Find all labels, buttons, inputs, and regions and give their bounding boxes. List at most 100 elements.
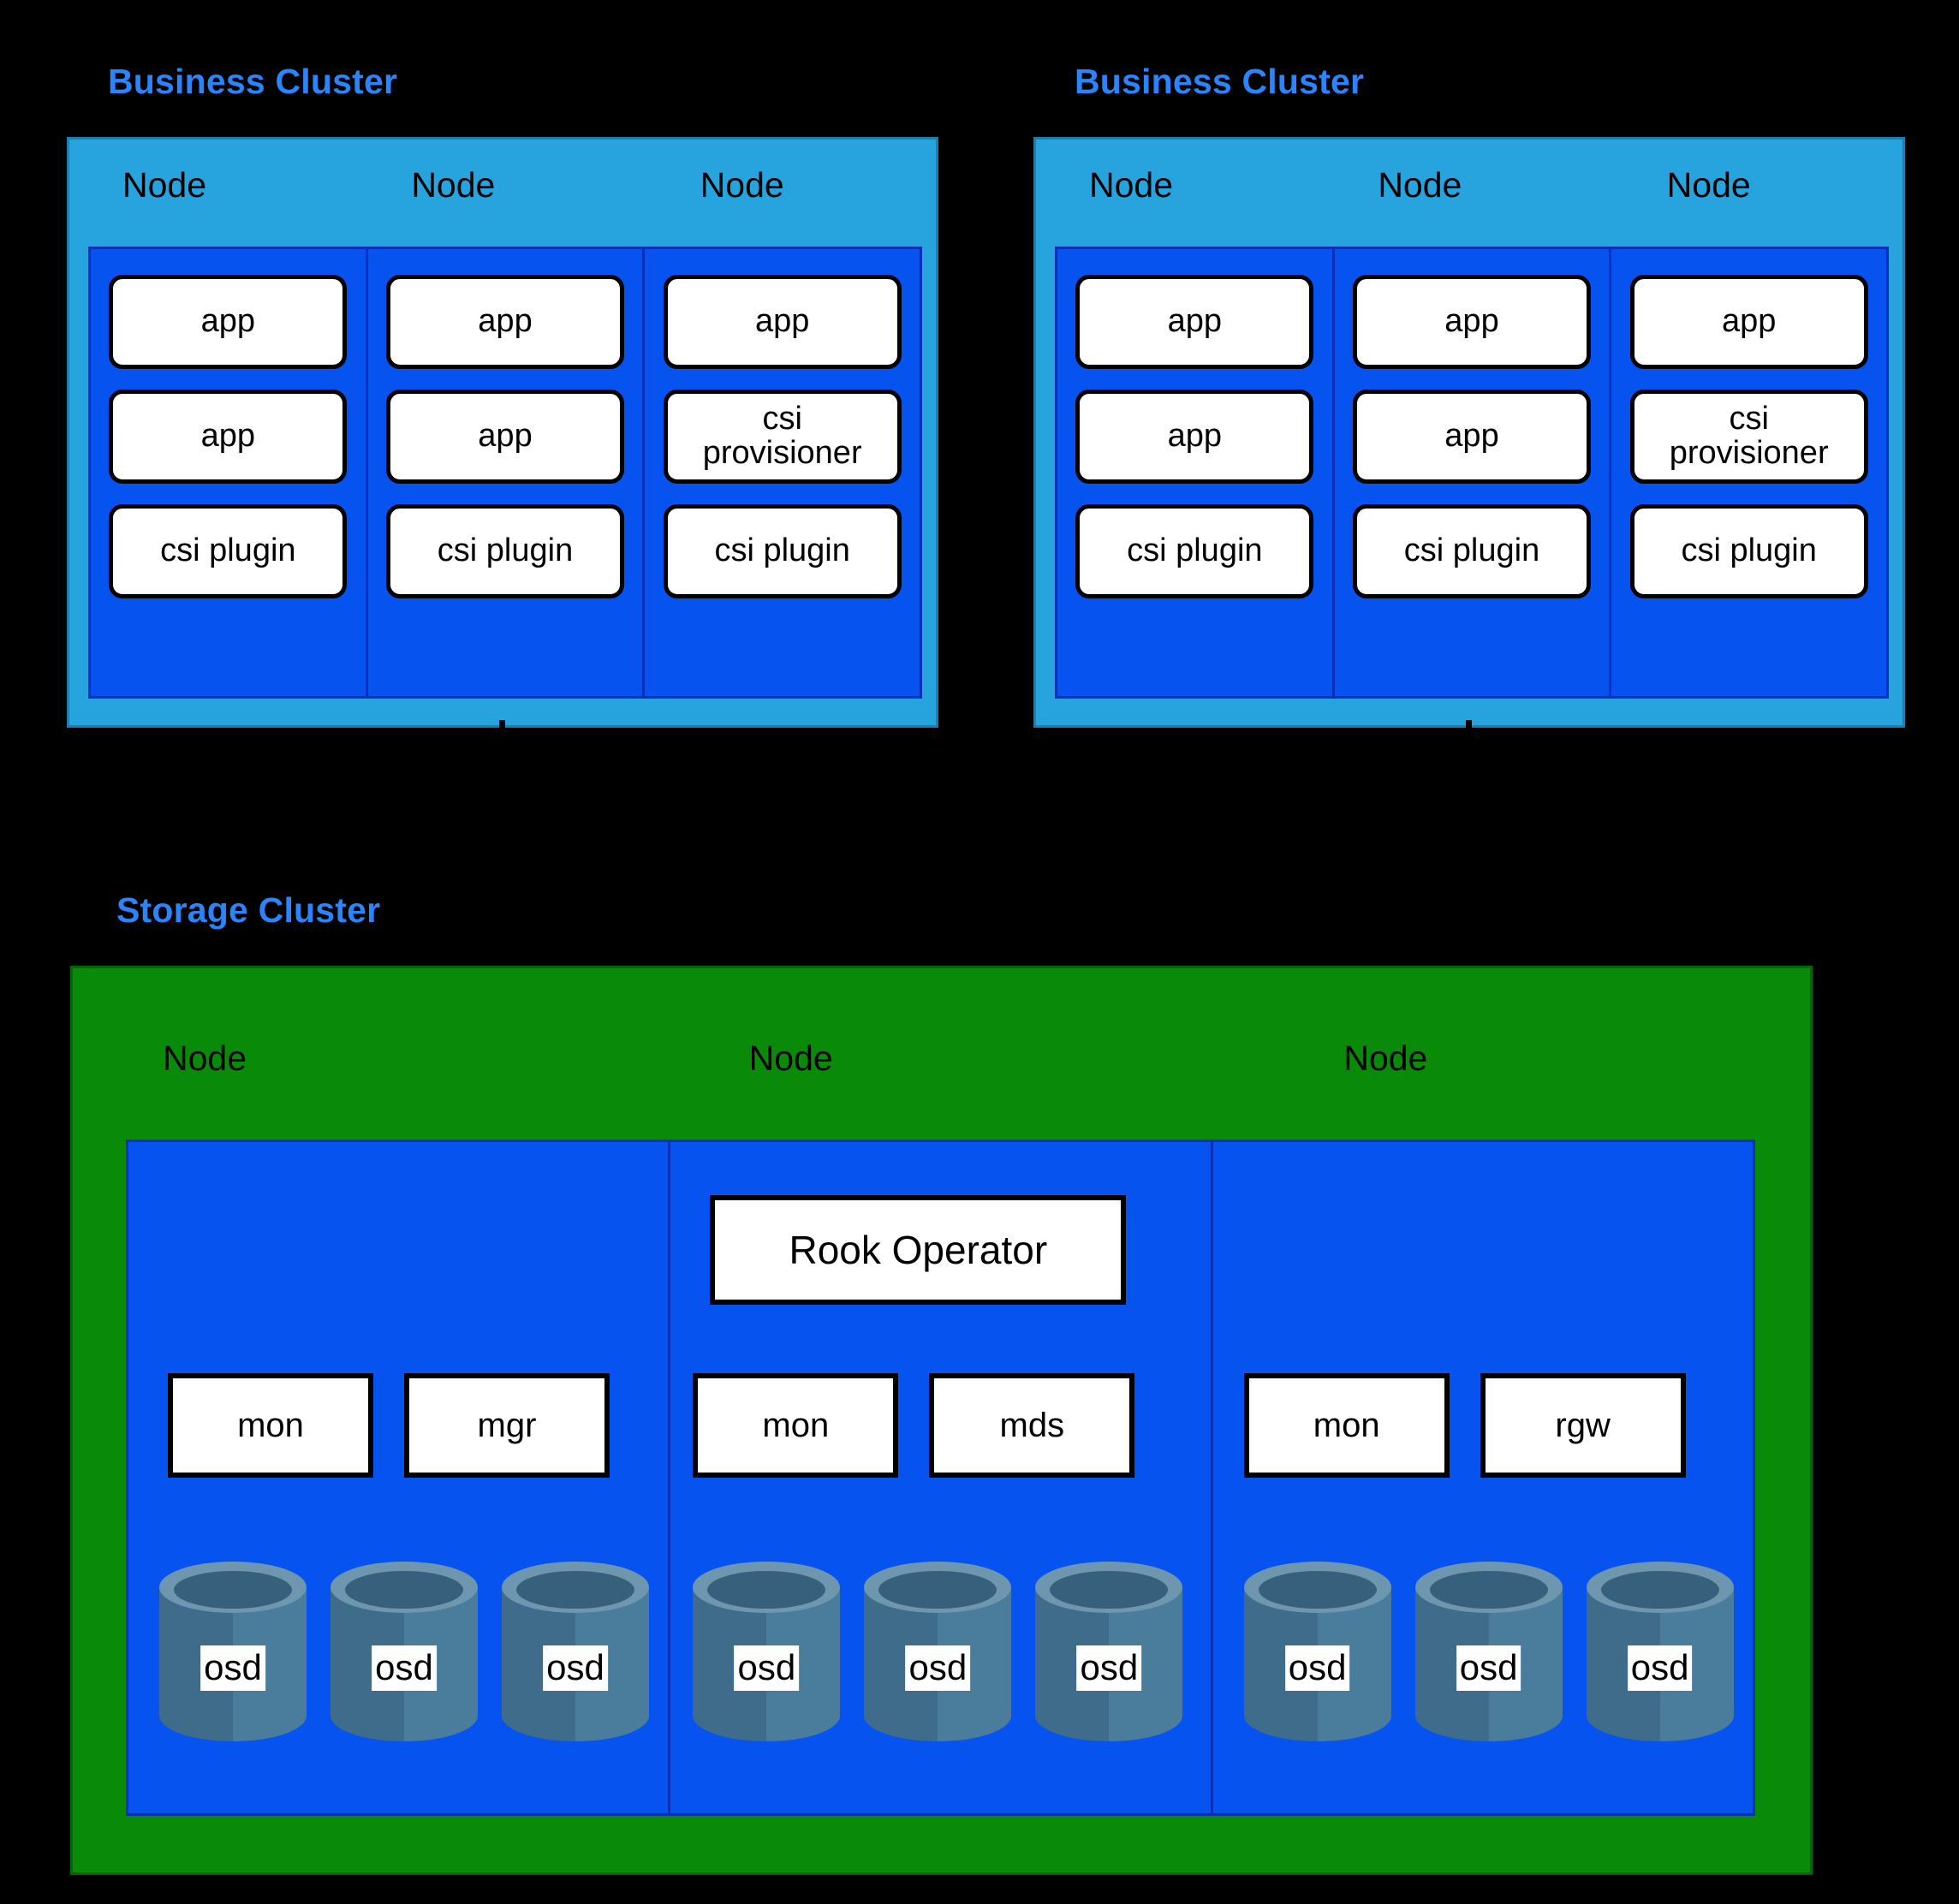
pod-label: app bbox=[478, 303, 533, 340]
storage-node-column[interactable]: Rook Operator mon mds osd bbox=[670, 1142, 1213, 1813]
pod-label: csi plugin bbox=[1681, 533, 1817, 569]
pod-app[interactable]: app bbox=[1075, 275, 1314, 369]
storage-cluster-node-labels: Node Node Node bbox=[73, 1038, 1810, 1098]
storage-cluster-title: Storage Cluster bbox=[116, 890, 381, 930]
pod-app[interactable]: app bbox=[109, 275, 348, 369]
node-label: Node bbox=[700, 165, 784, 205]
daemon-label: mds bbox=[999, 1406, 1065, 1444]
daemon-row: mon mgr bbox=[128, 1373, 668, 1493]
pod-csi-plugin[interactable]: csi plugin bbox=[1629, 504, 1868, 598]
osd-cylinder[interactable]: osd bbox=[693, 1562, 841, 1741]
osd-label: osd bbox=[372, 1645, 437, 1691]
node-column[interactable]: app app csi plugin bbox=[91, 249, 368, 696]
node-label: Node bbox=[748, 1038, 833, 1078]
pod-label: app bbox=[200, 418, 256, 455]
pod-label: csi plugin bbox=[160, 533, 296, 569]
business-cluster-2-node-labels: Node Node Node bbox=[1036, 165, 1902, 225]
pod-csi-provisioner[interactable]: csi provisioner bbox=[1629, 390, 1868, 484]
business-cluster-1-node-labels: Node Node Node bbox=[69, 165, 936, 225]
storage-node-column[interactable]: mon rgw osd bbox=[1213, 1142, 1753, 1813]
osd-cylinder[interactable]: osd bbox=[502, 1562, 649, 1741]
osd-label: osd bbox=[905, 1645, 971, 1691]
daemon-label: mon bbox=[762, 1406, 830, 1444]
osd-cylinder[interactable]: osd bbox=[1243, 1562, 1391, 1741]
pod-label-line2: provisioner bbox=[1669, 435, 1829, 471]
business-cluster-1-title: Business Cluster bbox=[108, 62, 398, 101]
business-cluster-1: Node Node Node app app csi plugin app ap… bbox=[67, 137, 938, 728]
daemon-mds[interactable]: mds bbox=[929, 1373, 1135, 1478]
pod-label: app bbox=[478, 418, 533, 455]
daemon-mon[interactable]: mon bbox=[168, 1373, 373, 1478]
pod-app[interactable]: app bbox=[1629, 275, 1868, 369]
pod-csi-plugin[interactable]: csi plugin bbox=[1353, 504, 1591, 598]
pod-label: app bbox=[1721, 303, 1777, 340]
node-label: Node bbox=[411, 165, 496, 205]
pod-csi-provisioner[interactable]: csi provisioner bbox=[663, 390, 902, 484]
operator-row: Rook Operator bbox=[670, 1195, 1210, 1306]
pod-label: app bbox=[1444, 418, 1499, 455]
daemon-row: mon rgw bbox=[1213, 1373, 1753, 1493]
osd-row: osd osd bbox=[1213, 1562, 1753, 1758]
node-column[interactable]: app csi provisioner csi plugin bbox=[1611, 249, 1887, 696]
osd-label: osd bbox=[1076, 1645, 1142, 1691]
business-cluster-1-nodes: app app csi plugin app app csi plugin ap… bbox=[88, 247, 922, 699]
daemon-label: mon bbox=[237, 1406, 304, 1444]
osd-cylinder[interactable]: osd bbox=[1586, 1562, 1734, 1741]
pod-app[interactable]: app bbox=[386, 390, 624, 484]
business-cluster-2: Node Node Node app app csi plugin app ap… bbox=[1033, 137, 1905, 728]
pod-label: csi plugin bbox=[714, 533, 850, 569]
pod-csi-plugin[interactable]: csi plugin bbox=[663, 504, 902, 598]
pod-csi-plugin[interactable]: csi plugin bbox=[109, 504, 348, 598]
node-column[interactable]: app csi provisioner csi plugin bbox=[645, 249, 920, 696]
osd-row: osd osd bbox=[670, 1562, 1210, 1758]
osd-cylinder[interactable]: osd bbox=[330, 1562, 478, 1741]
osd-cylinder[interactable]: osd bbox=[159, 1562, 307, 1741]
pod-label: csi plugin bbox=[437, 533, 574, 569]
node-label: Node bbox=[122, 165, 207, 205]
node-label: Node bbox=[1089, 165, 1174, 205]
storage-cluster-nodes: mon mgr osd bbox=[126, 1139, 1755, 1816]
daemon-mgr[interactable]: mgr bbox=[404, 1373, 610, 1478]
node-label: Node bbox=[1343, 1038, 1428, 1078]
render-artifact-mark bbox=[940, 958, 946, 966]
node-column[interactable]: app app csi plugin bbox=[367, 249, 646, 696]
osd-label: osd bbox=[1284, 1645, 1350, 1691]
business-cluster-2-title: Business Cluster bbox=[1075, 62, 1365, 101]
pod-label: app bbox=[754, 303, 810, 340]
pod-app[interactable]: app bbox=[1353, 275, 1591, 369]
osd-cylinder[interactable]: osd bbox=[864, 1562, 1012, 1741]
daemon-mon[interactable]: mon bbox=[1243, 1373, 1450, 1478]
pod-label-line1: csi bbox=[1729, 401, 1769, 437]
pod-label: csi plugin bbox=[1403, 533, 1540, 569]
node-column[interactable]: app app csi plugin bbox=[1057, 249, 1335, 696]
business-cluster-2-nodes: app app csi plugin app app csi plugin ap… bbox=[1055, 247, 1889, 699]
daemon-label: mgr bbox=[477, 1406, 537, 1444]
pod-app[interactable]: app bbox=[663, 275, 902, 369]
pod-csi-plugin[interactable]: csi plugin bbox=[386, 504, 624, 598]
pod-label-line2: provisioner bbox=[702, 435, 862, 471]
rook-operator-box[interactable]: Rook Operator bbox=[710, 1195, 1127, 1305]
pod-app[interactable]: app bbox=[1075, 390, 1314, 484]
node-column[interactable]: app app csi plugin bbox=[1334, 249, 1612, 696]
pod-label: app bbox=[1167, 303, 1223, 340]
daemon-mon[interactable]: mon bbox=[693, 1373, 899, 1478]
pod-label: app bbox=[1167, 418, 1223, 455]
render-artifact-mark bbox=[499, 720, 505, 728]
osd-label: osd bbox=[1456, 1645, 1521, 1691]
pod-csi-plugin[interactable]: csi plugin bbox=[1075, 504, 1314, 598]
osd-label: osd bbox=[734, 1645, 800, 1691]
daemon-rgw[interactable]: rgw bbox=[1480, 1373, 1686, 1478]
storage-node-column[interactable]: mon mgr osd bbox=[128, 1142, 671, 1813]
osd-label: osd bbox=[543, 1645, 608, 1691]
pod-app[interactable]: app bbox=[1353, 390, 1591, 484]
pod-app[interactable]: app bbox=[386, 275, 624, 369]
render-artifact-mark bbox=[1466, 720, 1472, 728]
osd-cylinder[interactable]: osd bbox=[1414, 1562, 1563, 1741]
node-label: Node bbox=[1666, 165, 1751, 205]
pod-app[interactable]: app bbox=[109, 390, 348, 484]
osd-cylinder[interactable]: osd bbox=[1035, 1562, 1183, 1741]
daemon-row: mon mds bbox=[670, 1373, 1210, 1493]
pod-label: csi plugin bbox=[1127, 533, 1263, 569]
pod-label: app bbox=[200, 303, 256, 340]
